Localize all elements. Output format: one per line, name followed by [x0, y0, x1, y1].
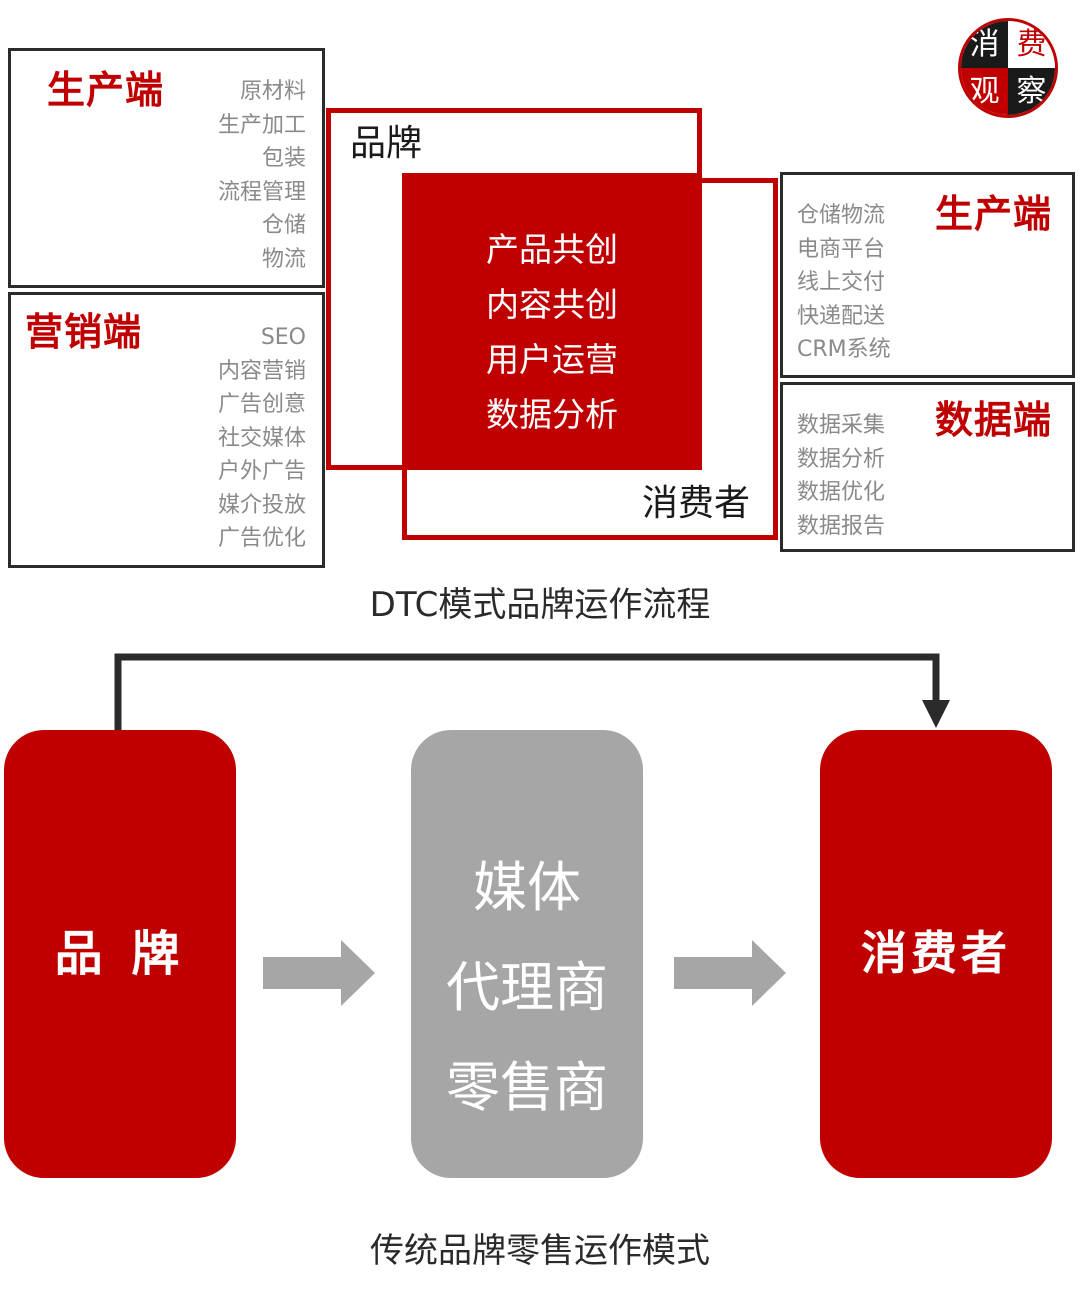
- data-list: 数据采集 数据分析 数据优化 数据报告: [797, 409, 885, 543]
- core-item: 数据分析: [486, 395, 618, 434]
- list-item: 仓储物流: [797, 203, 886, 228]
- core-item: 用户运营: [486, 340, 618, 379]
- list-item: 快递配送: [797, 303, 886, 329]
- arrow-right-icon: [674, 940, 786, 1006]
- logo-char-3: 观: [961, 68, 1008, 115]
- core-box: [402, 173, 702, 470]
- list-item: 社交媒体: [217, 425, 306, 451]
- logo-char-2: 费: [1008, 21, 1055, 68]
- list-item: 数据报告: [797, 513, 886, 539]
- consumer-pill-label: 消费者: [861, 926, 1011, 980]
- list-item: 仓储: [261, 213, 306, 238]
- intermediary-pill: 媒体 代理商 零售商: [411, 730, 643, 1178]
- traditional-caption: 传统品牌零售运作模式: [370, 1231, 710, 1271]
- core-item: 产品共创: [486, 230, 618, 269]
- core-list: 产品共创 内容共创 用户运营 数据分析: [402, 222, 702, 442]
- production-list-right: 仓储物流 电商平台 线上交付 快递配送 CRM系统: [797, 199, 891, 367]
- list-item: 线上交付: [797, 270, 886, 295]
- list-item: 媒介投放: [217, 492, 306, 518]
- consumer-label: 消费者: [642, 483, 751, 524]
- production-panel-right: 仓储物流 电商平台 线上交付 快递配送 CRM系统 生产端: [780, 172, 1075, 378]
- logo: 消 费 观 察: [958, 18, 1058, 118]
- brand-pill: 品 牌: [4, 730, 236, 1178]
- production-title-left: 生产端: [47, 68, 165, 112]
- list-item: 广告创意: [217, 392, 306, 417]
- list-item: 广告优化: [217, 526, 306, 551]
- core-item: 内容共创: [486, 285, 618, 324]
- dtc-caption: DTC模式品牌运作流程: [369, 585, 711, 625]
- list-item: 户外广告: [217, 459, 306, 484]
- brand-label: 品牌: [350, 123, 423, 164]
- intermediary-item: 零售商: [446, 1056, 608, 1119]
- list-item: 数据采集: [797, 413, 886, 438]
- consumer-pill: 消费者: [820, 730, 1052, 1178]
- list-item: 物流: [261, 246, 306, 272]
- list-item: 电商平台: [797, 236, 886, 262]
- marketing-panel: 营销端 SEO 内容营销 广告创意 社交媒体 户外广告 媒介投放 广告优化: [8, 292, 325, 568]
- marketing-list: SEO 内容营销 广告创意 社交媒体 户外广告 媒介投放 广告优化: [218, 321, 306, 556]
- intermediary-list: 媒体 代理商 零售商: [411, 838, 643, 1138]
- intermediary-item: 代理商: [446, 956, 608, 1019]
- production-title-right: 生产端: [934, 192, 1052, 236]
- brand-pill-label: 品 牌: [54, 926, 186, 982]
- production-panel-left: 生产端 原材料 生产加工 包装 流程管理 仓储 物流: [8, 48, 325, 288]
- list-item: SEO: [260, 325, 306, 350]
- production-list-left: 原材料 生产加工 包装 流程管理 仓储 物流: [218, 75, 306, 276]
- marketing-title: 营销端: [25, 310, 143, 354]
- data-panel: 数据采集 数据分析 数据优化 数据报告 数据端: [780, 382, 1075, 552]
- list-item: CRM系统: [797, 337, 891, 362]
- list-item: 生产加工: [217, 112, 306, 138]
- list-item: 数据优化: [797, 480, 886, 505]
- data-title: 数据端: [934, 398, 1052, 442]
- connector-arrowhead-icon: [922, 700, 950, 728]
- list-item: 内容营销: [217, 358, 306, 384]
- list-item: 包装: [261, 146, 306, 171]
- list-item: 原材料: [239, 79, 306, 104]
- intermediary-item: 媒体: [473, 856, 581, 919]
- list-item: 数据分析: [797, 446, 886, 472]
- list-item: 流程管理: [217, 179, 306, 205]
- logo-char-4: 察: [1008, 68, 1055, 115]
- logo-char-1: 消: [961, 21, 1008, 68]
- arrow-right-icon: [263, 940, 375, 1006]
- connector-line: [114, 653, 940, 732]
